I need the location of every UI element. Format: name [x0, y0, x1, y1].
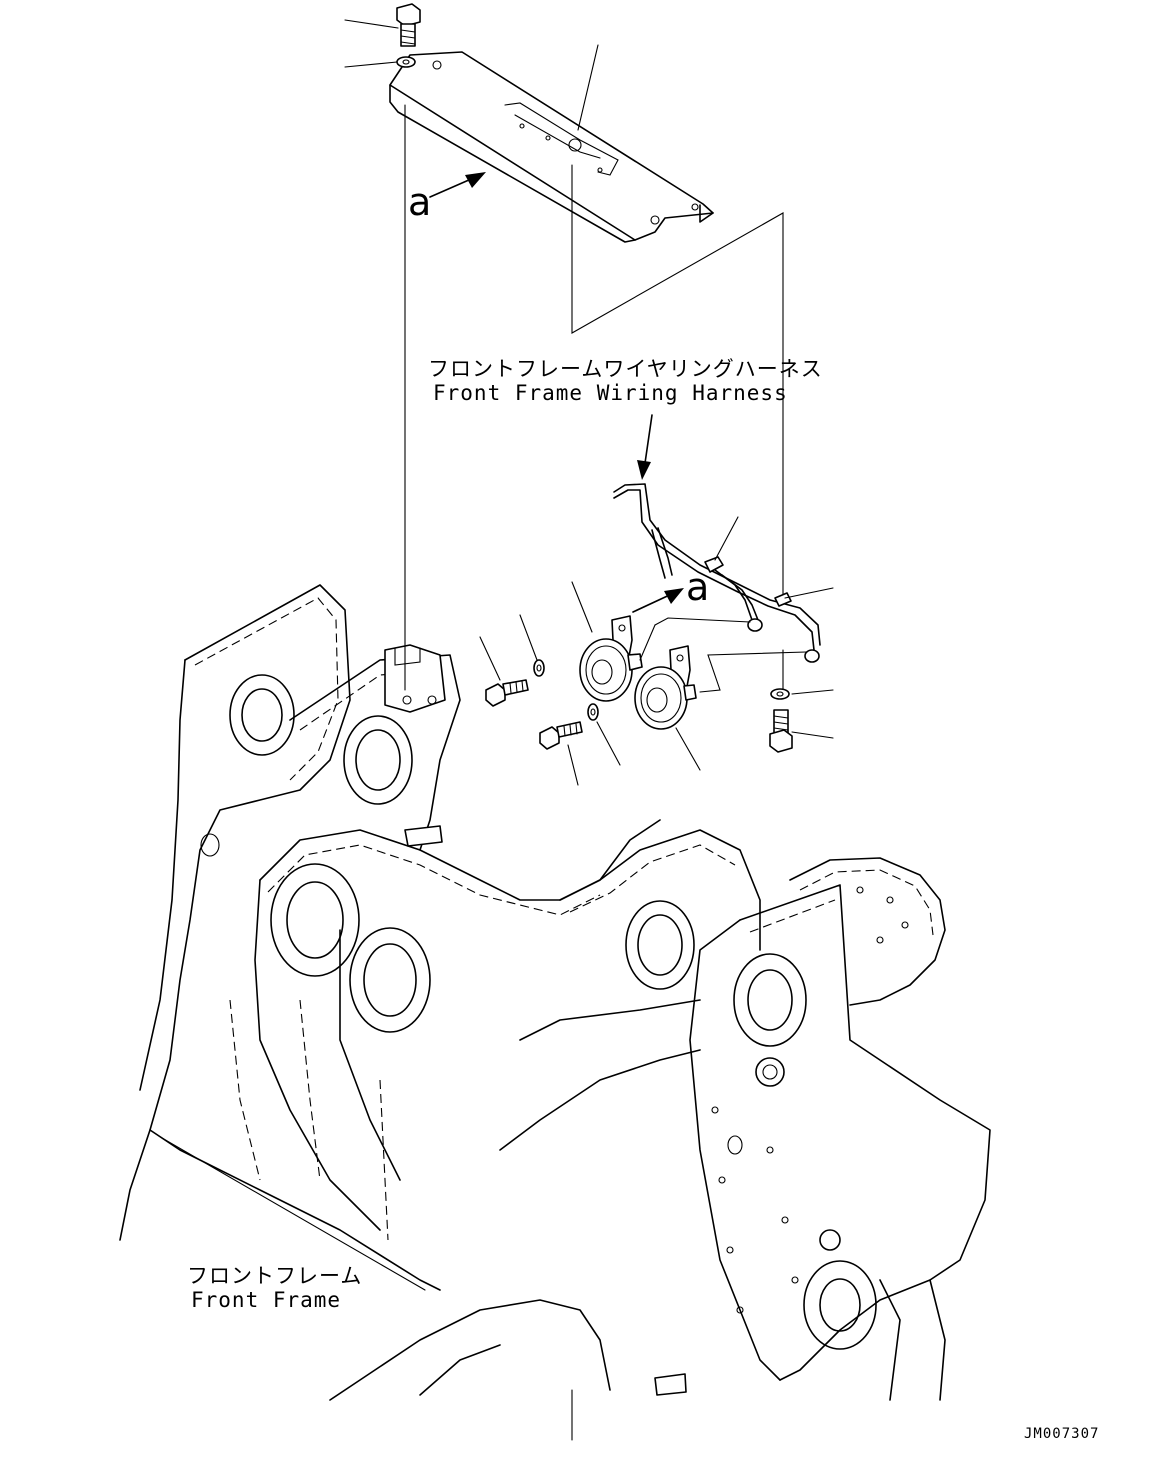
- frame-label-jp: フロントフレーム: [187, 1264, 362, 1288]
- front-frame-wiring-harness: [613, 483, 821, 663]
- front-frame: [119, 584, 991, 1401]
- drawing-code: JM007307: [1024, 1426, 1099, 1442]
- horn-right: [634, 645, 697, 730]
- horn-washer-upper: [533, 659, 545, 677]
- horn-bolt-upper: [485, 679, 529, 707]
- right-washer: [770, 688, 790, 700]
- top-washer: [396, 56, 416, 68]
- horn-cover-bracket: [389, 51, 714, 243]
- right-bolt: [769, 709, 793, 753]
- top-bolt: [396, 3, 421, 47]
- frame-label-en: Front Frame: [191, 1288, 341, 1312]
- view-marker-mid: a: [686, 565, 709, 609]
- harness-label-jp: フロントフレームワイヤリングハーネス: [428, 357, 823, 381]
- horn-washer-lower: [587, 703, 599, 721]
- harness-label-en: Front Frame Wiring Harness: [433, 381, 788, 405]
- horn-bolt-lower: [539, 721, 583, 750]
- horn-left: [579, 615, 643, 702]
- view-marker-top: a: [408, 180, 431, 224]
